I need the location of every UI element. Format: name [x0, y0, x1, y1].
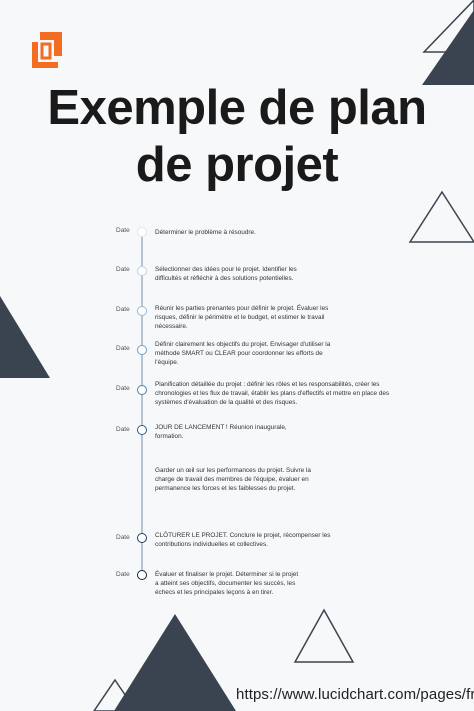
lucidchart-logo-icon	[32, 32, 62, 68]
timeline-date: Date	[116, 345, 130, 352]
triangle-bottom-filled	[114, 614, 236, 711]
triangle-bottom-left-outline	[93, 678, 137, 711]
triangle-top-right-outline	[422, 0, 474, 53]
triangle-right-outline	[408, 190, 474, 243]
timeline-dot	[137, 227, 147, 237]
timeline-date: Date	[116, 306, 130, 313]
timeline-dot	[137, 345, 147, 355]
timeline-date: Date	[116, 227, 130, 234]
timeline-dot	[137, 266, 147, 276]
timeline-date: Date	[116, 426, 130, 433]
timeline-axis	[141, 231, 143, 579]
timeline-text: Définir clairement les objectifs du proj…	[155, 341, 331, 367]
timeline-text: Planification détaillée du projet : défi…	[155, 381, 390, 407]
timeline-text: JOUR DE LANCEMENT ! Réunion inaugurale, …	[155, 424, 287, 441]
timeline-dot	[137, 533, 147, 543]
footer-url-link[interactable]: https://www.lucidchart.com/pages/fr/	[236, 686, 474, 703]
timeline-date: Date	[116, 266, 130, 273]
title-line-1: Exemple de plan	[47, 81, 427, 135]
timeline-text: Déterminer le problème à résoudre.	[155, 229, 256, 236]
triangle-left-filled	[0, 296, 50, 378]
timeline-text: Sélectionner des idées pour le projet. I…	[155, 266, 297, 283]
timeline-date: Date	[116, 571, 130, 578]
triangle-top-right-filled	[422, 10, 474, 85]
timeline-dot	[137, 306, 147, 316]
timeline-text: Réunir les parties prenantes pour défini…	[155, 305, 329, 331]
timeline-dot	[137, 425, 147, 435]
timeline-text: Garder un œil sur les performances du pr…	[155, 467, 311, 493]
timeline-dot	[137, 570, 147, 580]
timeline-date: Date	[116, 534, 130, 541]
triangle-bottom-outline	[293, 608, 355, 663]
timeline-text: Évaluer et finaliser le projet. Détermin…	[155, 571, 299, 597]
timeline-text: CLÔTURER LE PROJET. Conclure le projet, …	[155, 532, 331, 549]
timeline-date: Date	[116, 385, 130, 392]
timeline-dot	[137, 385, 147, 395]
page-title: Exemple de plan de projet	[0, 80, 474, 194]
title-line-2: de projet	[135, 138, 339, 192]
